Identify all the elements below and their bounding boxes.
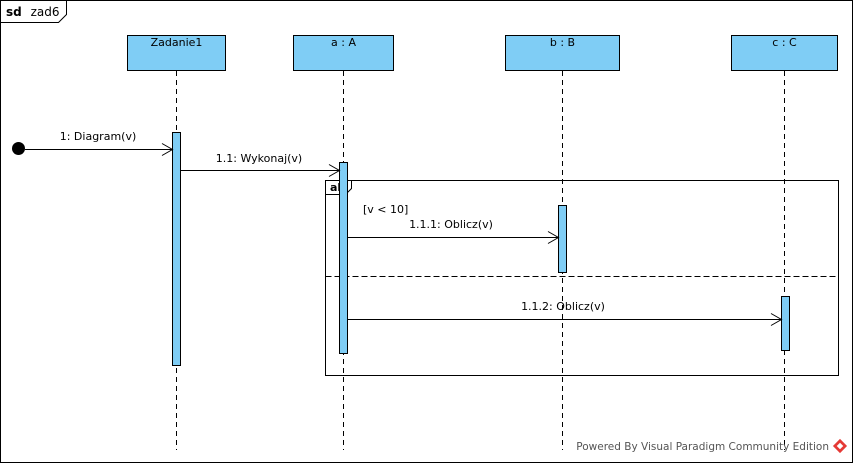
message-label-m112: 1.1.2: Oblicz(v) — [521, 300, 605, 313]
lifeline-head-a[interactable] — [293, 35, 394, 71]
message-m1[interactable]: 1: Diagram(v) — [25, 130, 174, 156]
frame-tag-box — [0, 0, 67, 23]
lifeline-head-c[interactable] — [731, 35, 838, 71]
message-m111[interactable]: 1.1.1: Oblicz(v) — [348, 218, 560, 244]
lifeline-zadanie1[interactable]: Zadanie1 — [127, 35, 226, 71]
lifeline-head-b[interactable] — [505, 35, 620, 71]
message-label-m111: 1.1.1: Oblicz(v) — [409, 218, 493, 231]
message-arrowhead-icon — [161, 143, 174, 156]
visual-paradigm-logo-icon — [832, 438, 848, 454]
watermark-text: Powered By Visual Paradigm Community Edi… — [576, 441, 829, 453]
activation-b[interactable] — [558, 205, 567, 273]
frame-tag: sd zad6 — [6, 5, 59, 19]
lifeline-label-a: a : A — [331, 36, 356, 49]
alt-fragment[interactable]: alt [v < 10] — [325, 180, 839, 376]
activation-c[interactable] — [781, 296, 790, 351]
lifeline-label-zadanie1: Zadanie1 — [151, 36, 203, 49]
message-arrowhead-icon — [328, 164, 341, 177]
activation-zadanie1[interactable] — [172, 132, 181, 366]
message-label-m1: 1: Diagram(v) — [60, 130, 137, 143]
activation-a[interactable] — [339, 162, 348, 354]
lifeline-b[interactable]: b : B — [505, 35, 620, 71]
activation-bars — [172, 132, 790, 366]
lifeline-label-b: b : B — [550, 36, 575, 49]
lifeline-head-zadanie1[interactable] — [127, 35, 226, 71]
frame-keyword: sd — [6, 5, 22, 19]
message-arrowhead-icon — [547, 231, 560, 244]
lifeline-a[interactable]: a : A — [293, 35, 394, 71]
alt-fragment-frame[interactable] — [325, 180, 839, 376]
message-m112[interactable]: 1.1.2: Oblicz(v) — [348, 300, 783, 326]
message-label-m11: 1.1: Wykonaj(v) — [216, 152, 302, 165]
message-arrowhead-icon — [770, 313, 783, 326]
alt-guard: [v < 10] — [363, 203, 408, 216]
lifeline-c[interactable]: c : C — [731, 35, 838, 71]
message-m11[interactable]: 1.1: Wykonaj(v) — [181, 152, 341, 177]
found-message-dot[interactable] — [12, 142, 25, 155]
lifeline-label-c: c : C — [772, 36, 797, 49]
frame-name: zad6 — [31, 5, 60, 19]
